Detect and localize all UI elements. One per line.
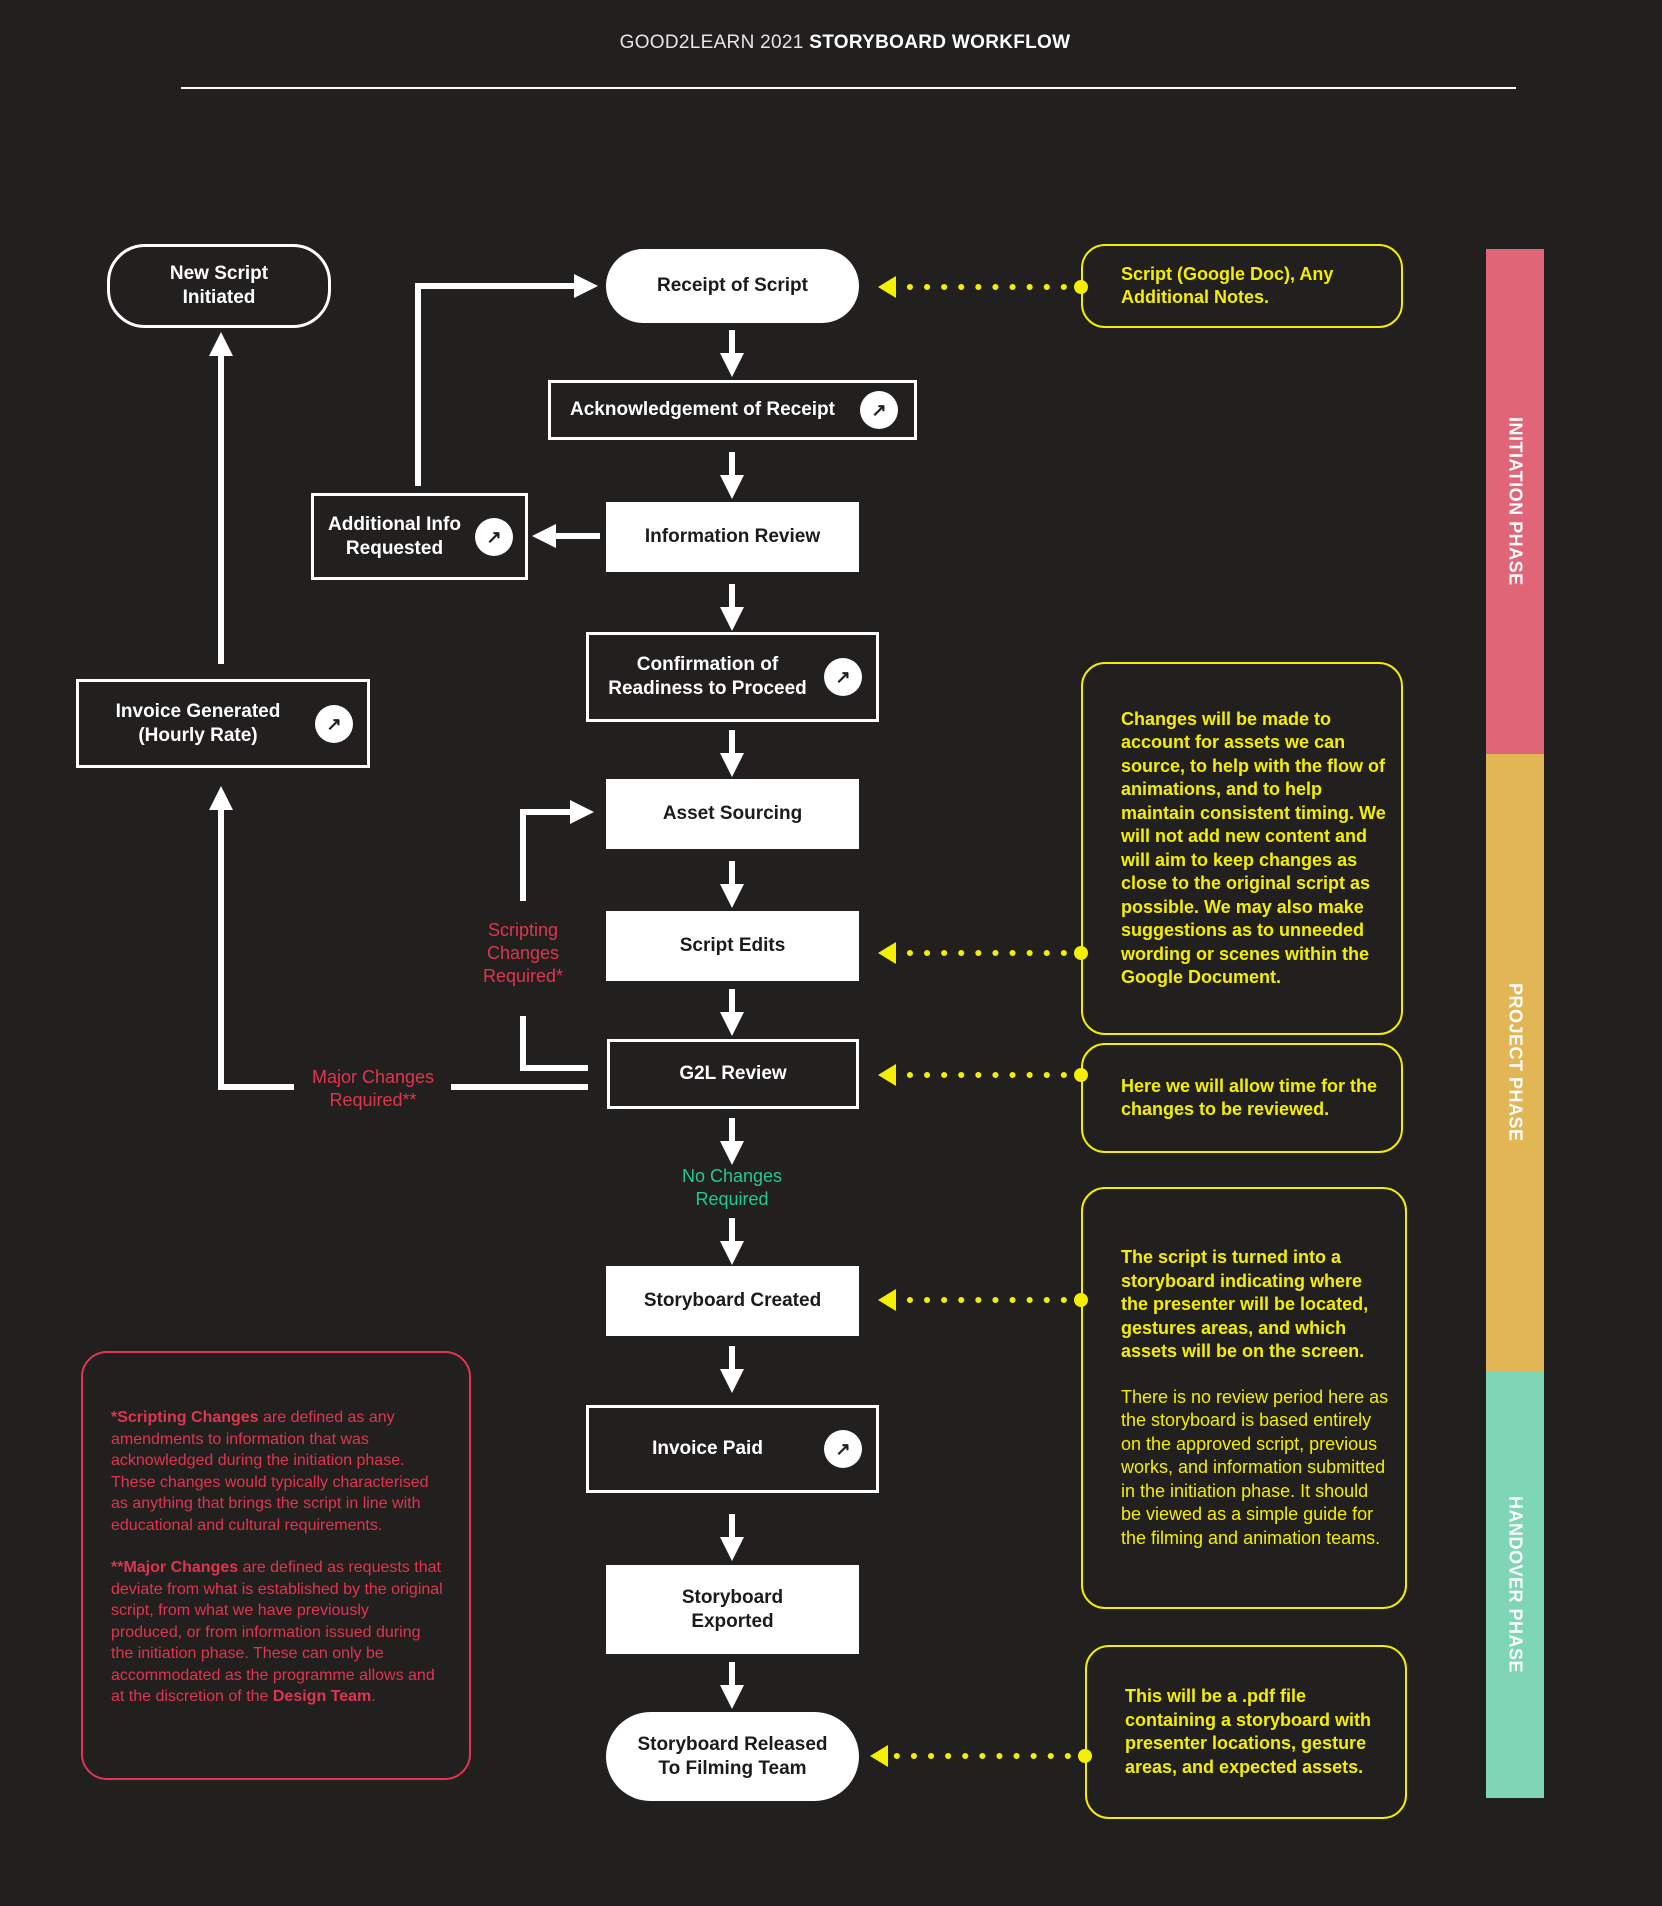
legend-major-definition: **Major Changes are defined as requests … [111,1557,443,1708]
label-no-changes: No Changes Required [681,1166,783,1209]
node-g2l-review-label: G2L Review [679,1063,787,1085]
note-script-edits-text: Changes will be made to account for asse… [1121,708,1386,988]
node-acknowledgement: Acknowledgement of Receipt ↗ [548,380,917,440]
arrowhead-created-note [878,1289,896,1311]
node-confirmation-label: Confirmation of Readiness to Proceed [608,654,807,699]
definitions-legend: *Scripting Changes are defined as any am… [81,1351,471,1780]
arrow-up-right-icon[interactable]: ↗ [824,1430,862,1468]
legend-major-term: **Major Changes [111,1559,239,1576]
arrowhead-script-edits-note [878,942,896,964]
arrowhead-receipt-note [878,276,896,298]
legend-scripting-term: *Scripting Changes [111,1409,259,1426]
node-storyboard-exported-label: Storyboard Exported [681,1586,784,1632]
node-storyboard-created-label: Storyboard Created [643,1290,822,1312]
note-g2l-review: Here we will allow time for the changes … [1081,1043,1403,1153]
arrow-scripting-changes-loop [520,800,594,901]
line-review-to-scripting [520,1016,588,1071]
node-new-script-label: New Script Initiated [169,263,269,308]
arrow-up-right-icon[interactable]: ↗ [824,658,862,696]
node-storyboard-released: Storyboard Released To Filming Team [606,1712,859,1801]
node-g2l-review: G2L Review [607,1039,859,1109]
node-confirmation: Confirmation of Readiness to Proceed ↗ [586,632,879,722]
node-acknowledgement-label: Acknowledgement of Receipt [570,399,835,421]
note-storyboard-created-bold: The script is turned into a storyboard i… [1121,1247,1369,1361]
node-new-script: New Script Initiated [107,244,331,328]
arrowhead-released-note [870,1745,888,1767]
node-invoice-paid-label: Invoice Paid [652,1438,763,1460]
note-storyboard-created-plain: There is no review period here as the st… [1121,1386,1389,1548]
node-script-edits-label: Script Edits [679,935,786,957]
node-invoice-generated: Invoice Generated (Hourly Rate) ↗ [76,679,370,768]
node-invoice-paid: Invoice Paid ↗ [586,1405,879,1493]
node-additional-info: Additional Info Requested ↗ [311,493,528,580]
node-information-review: Information Review [606,502,859,572]
note-script-edits: Changes will be made to account for asse… [1081,662,1403,1035]
phase-initiation: INITIATION PHASE [1486,249,1544,754]
legend-major-text: are defined as requests that deviate fro… [111,1559,443,1705]
legend-design-team: Design Team [272,1688,372,1705]
node-asset-sourcing: Asset Sourcing [606,779,859,849]
node-asset-sourcing-label: Asset Sourcing [662,803,803,825]
node-receipt-of-script: Receipt of Script [606,249,859,323]
note-storyboard-created: The script is turned into a storyboard i… [1081,1187,1407,1609]
arrow-additional-to-receipt [415,274,598,486]
note-released-text: This will be a .pdf file containing a st… [1125,1686,1372,1777]
arrow-up-right-icon[interactable]: ↗ [475,518,513,556]
legend-scripting-definition: *Scripting Changes are defined as any am… [111,1407,443,1536]
node-storyboard-created: Storyboard Created [606,1266,859,1336]
phase-project-label: PROJECT PHASE [1505,983,1526,1142]
arrowhead-review-note [878,1064,896,1086]
phase-handover: HANDOVER PHASE [1486,1371,1544,1798]
node-information-review-label: Information Review [644,526,821,548]
node-receipt-label: Receipt of Script [657,275,808,297]
phase-handover-label: HANDOVER PHASE [1505,1495,1526,1674]
page-title-normal: GOOD2LEARN 2021 [619,32,804,53]
node-invoice-generated-label: Invoice Generated (Hourly Rate) [115,700,281,746]
legend-scripting-text: are defined as any amendments to informa… [111,1409,429,1534]
page-title: GOOD2LEARN 2021 STORYBOARD WORKFLOW [0,32,1662,54]
note-g2l-review-text: Here we will allow time for the changes … [1121,1075,1378,1120]
note-receipt: Script (Google Doc), Any Additional Note… [1081,244,1403,328]
note-storyboard-released: This will be a .pdf file containing a st… [1085,1645,1407,1819]
page-title-bold: STORYBOARD WORKFLOW [809,32,1071,53]
legend-end: . [371,1688,376,1705]
arrow-up-right-icon[interactable]: ↗ [315,705,353,743]
node-storyboard-released-label: Storyboard Released To Filming Team [637,1733,828,1779]
node-script-edits: Script Edits [606,911,859,981]
label-major-changes: Major Changes Required** [311,1067,435,1110]
node-storyboard-exported: Storyboard Exported [606,1565,859,1654]
phase-project: PROJECT PHASE [1486,754,1544,1371]
phase-initiation-label: INITIATION PHASE [1505,417,1526,586]
title-divider [181,87,1516,89]
node-additional-info-label: Additional Info Requested [328,513,461,559]
arrow-major-changes-loop [209,786,294,1090]
note-receipt-text: Script (Google Doc), Any Additional Note… [1121,263,1334,308]
label-scripting-changes: Scripting Changes Required* [482,920,564,986]
arrow-up-right-icon[interactable]: ↗ [860,391,898,429]
